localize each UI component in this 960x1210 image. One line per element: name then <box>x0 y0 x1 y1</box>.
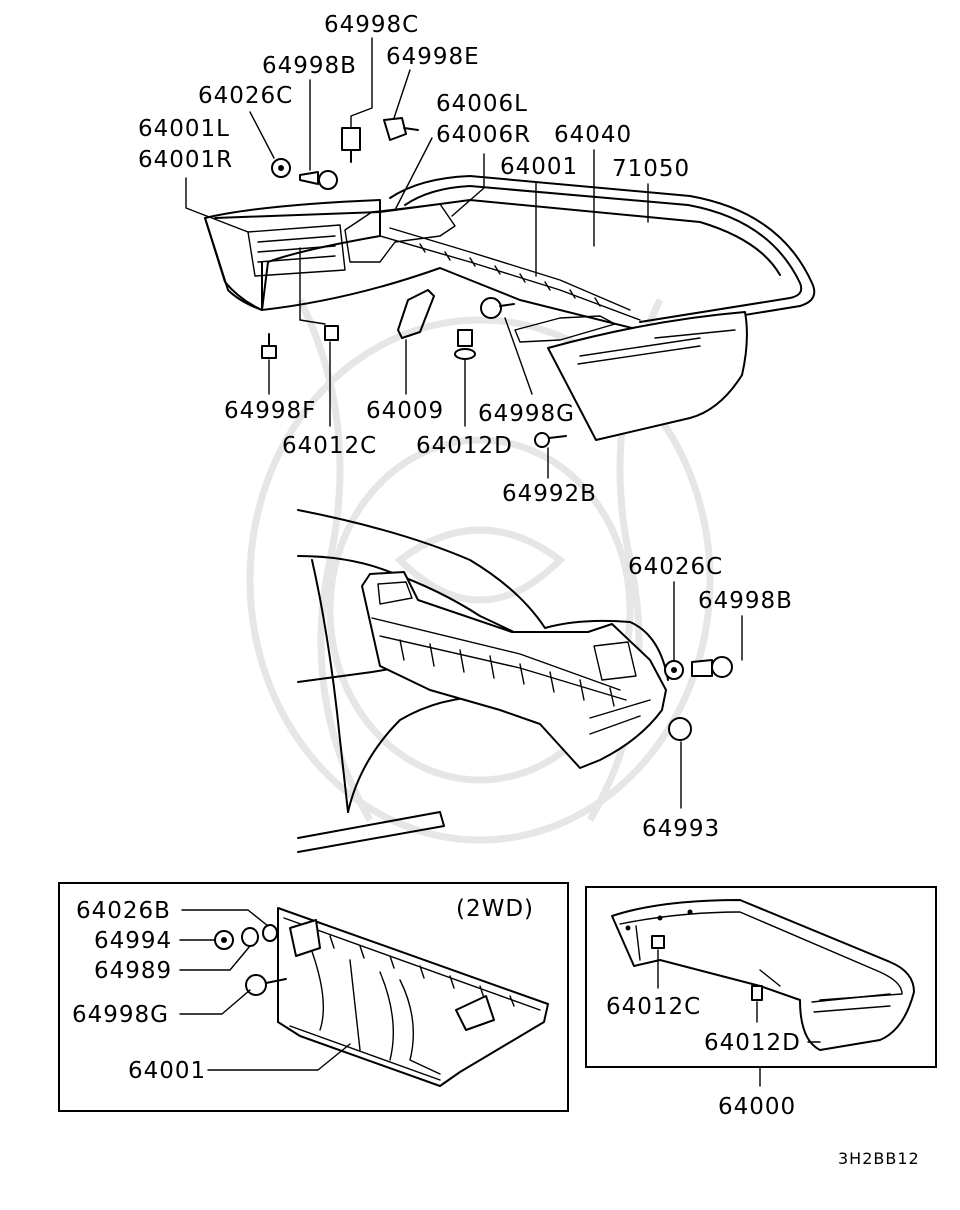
bracket-2wd-left <box>289 919 321 957</box>
bolt-64998E-icon <box>383 117 407 141</box>
label-64012C: 64012C <box>282 433 377 459</box>
label-64001: 64001 <box>500 154 578 180</box>
label-64026C: 64026C <box>198 83 293 109</box>
label-2wd-64998G: 64998G <box>72 1002 169 1028</box>
inset-2wd-frame <box>58 882 569 1112</box>
inset-64000-box <box>585 886 937 1068</box>
clip-64012C-icon <box>324 325 339 341</box>
figure-code: 3H2BB12 <box>838 1149 920 1168</box>
label-assy-64012D: 64012D <box>704 1030 801 1056</box>
label-64992B: 64992B <box>502 481 597 507</box>
side-bracket-64001L <box>247 224 346 277</box>
washer-64026B-icon <box>262 924 278 942</box>
label-assy-64012C: 64012C <box>606 994 701 1020</box>
reinforcement-2wd <box>277 907 549 1087</box>
bolt-64998G-2wd-icon <box>245 974 267 996</box>
label-2wd-64026B: 64026B <box>76 898 171 924</box>
clip-64012C-assy-icon <box>651 935 665 949</box>
label-2wd-64994: 64994 <box>94 928 172 954</box>
label-assy-64000: 64000 <box>718 1094 796 1120</box>
label-64001R: 64001R <box>138 147 233 173</box>
label-71050: 71050 <box>612 156 690 182</box>
label-2wd-64989: 64989 <box>94 958 172 984</box>
inset-64000-frame <box>585 886 937 1068</box>
label-64998F: 64998F <box>224 398 316 424</box>
bolt-64998B-icon <box>299 171 319 185</box>
bumper-cover-body <box>204 199 381 311</box>
upper-labels: 64998C 64998B 64998E 64026C 64006L 64006… <box>138 12 690 507</box>
bracket-64006 <box>344 203 456 263</box>
bracket-2wd-right <box>455 995 495 1031</box>
washer-64989-icon <box>241 927 259 947</box>
label-64998G: 64998G <box>478 401 575 427</box>
rear-bumper-installed <box>361 571 667 769</box>
bolt-64998B-vehicle-icon <box>691 659 713 677</box>
upper-fasteners <box>261 117 567 448</box>
label-64012D: 64012D <box>416 433 513 459</box>
upper-leader-lines <box>185 37 649 479</box>
vehicle-view <box>297 509 733 853</box>
inset-2wd-box: (2WD) <box>58 882 569 1112</box>
plug-64993-icon <box>668 717 692 741</box>
label-64040: 64040 <box>554 122 632 148</box>
inset-2wd-labels: 64026B 64994 64989 64998G 64001 <box>72 898 351 1084</box>
bolt-64998C-icon <box>341 127 361 151</box>
vehicle-labels: 64026C 64998B 64993 <box>628 554 793 842</box>
label-2wd-64001: 64001 <box>128 1058 206 1084</box>
inset-64000-labels: 64012C 64012D 64000 <box>606 949 821 1120</box>
bolt-64998G-icon <box>480 297 502 319</box>
label-vehicle-64993: 64993 <box>642 816 720 842</box>
label-64998E: 64998E <box>386 44 480 70</box>
screw-64992B-icon <box>534 432 550 448</box>
label-64006L: 64006L <box>436 91 528 117</box>
bumper-right-corner <box>547 311 748 441</box>
mount-bracket-right <box>514 315 616 343</box>
label-vehicle-64998B: 64998B <box>698 588 793 614</box>
inset-2wd-title: (2WD) <box>456 896 534 922</box>
label-64009: 64009 <box>366 398 444 424</box>
reinforcement-64001 <box>379 235 641 321</box>
label-vehicle-64026C: 64026C <box>628 554 723 580</box>
label-64006R: 64006R <box>436 122 531 148</box>
vehicle-roof-line <box>297 509 669 681</box>
trim-molding-71050 <box>389 175 816 333</box>
bracket-64009 <box>397 289 435 339</box>
clip-64012D-icon <box>457 329 473 347</box>
bolt-64998F-icon <box>261 345 277 359</box>
label-64998B: 64998B <box>262 53 357 79</box>
upper-bumper-assembly <box>204 175 816 441</box>
label-64001L: 64001L <box>138 116 230 142</box>
bumper-assembly-64000 <box>611 899 915 1051</box>
label-64998C: 64998C <box>324 12 419 38</box>
clip-64012D-assy-icon <box>751 985 763 1001</box>
